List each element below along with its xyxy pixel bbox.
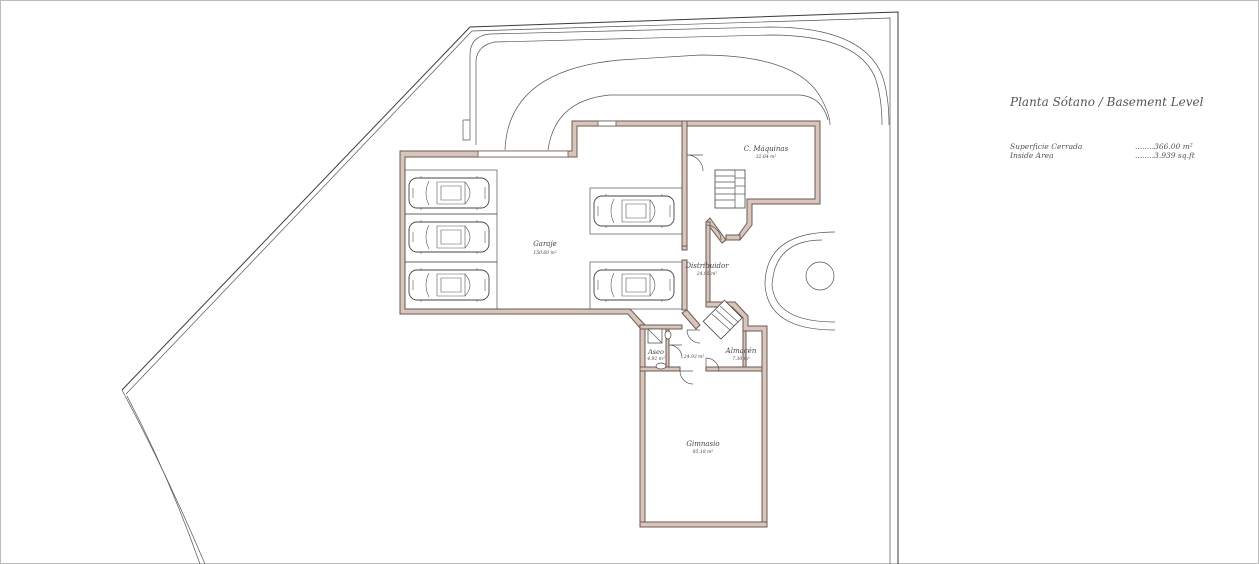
parking-bays [404,169,683,310]
bathroom-fixtures [647,328,672,370]
legend-row-2-label: Inside Area [1009,151,1054,160]
room-maquinas-area: 32.64 m² [756,154,777,160]
car-icon [408,176,490,210]
room-garaje-area: 150.60 m² [533,250,556,256]
room-labels: Garaje 150.60 m² C. Máquinas 32.64 m² Di… [533,145,788,455]
room-aseo-area: 4.92 m² [646,356,665,362]
car-icon [593,194,675,228]
lower-walls [639,259,768,528]
room-maquinas-name: C. Máquinas [744,145,789,153]
doors [668,154,722,385]
stairs [714,169,746,209]
legend-title: Planta Sótano / Basement Level [1009,95,1204,109]
car-icon [408,220,490,254]
room-vestibulo-area: 24.93 m² [683,354,705,360]
legend: Planta Sótano / Basement Level Superfici… [1009,95,1204,160]
room-gimnasio-area: 85.18 m² [693,449,714,455]
room-aseo-name: Aseo [647,348,664,356]
legend-row-2-value: ........3.939 sq.ft [1135,151,1196,160]
car-icon [593,268,675,302]
room-almacen-name: Almacén [725,347,757,355]
plot-boundary [121,11,899,564]
driveway [462,26,890,331]
room-garaje-name: Garaje [533,240,557,248]
legend-row-1-label: Superficie Cerrada [1010,142,1082,151]
room-distribuidor-area: 24.95 m² [696,271,718,277]
room-almacen-area: 7.30 m² [732,356,750,362]
car-icon [408,268,490,302]
room-distribuidor-name: Distribuidor [684,262,729,270]
legend-row-1-value: ........366.00 m² [1135,142,1193,151]
cars [408,176,675,302]
room-gimnasio-name: Gimnasio [686,440,719,448]
